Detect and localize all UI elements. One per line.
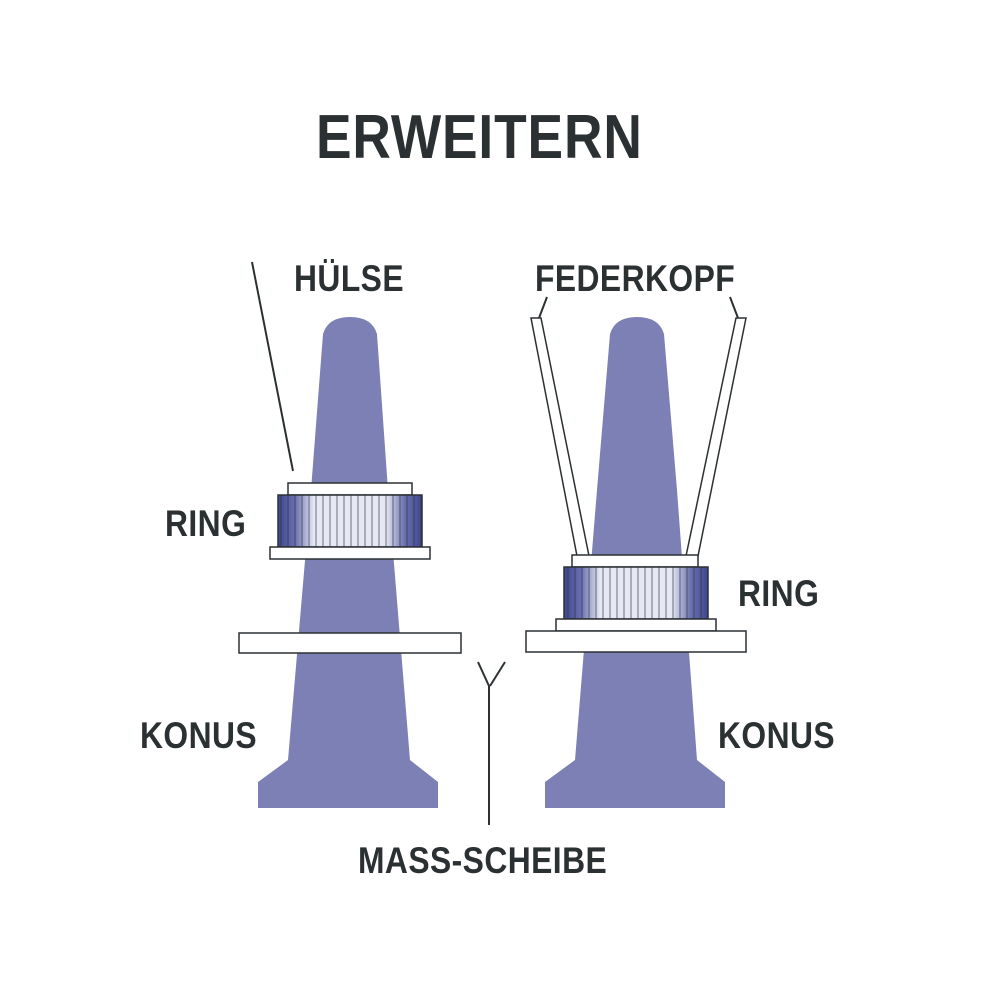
federkopf-pointer-right (729, 296, 739, 319)
federkopf-right-jaw (685, 317, 747, 557)
federkopf-pointer-left (538, 296, 548, 319)
right-ring-knurl (564, 567, 708, 619)
diagram-title: ERWEITERN (316, 103, 643, 172)
right-sleeve-top (571, 554, 699, 568)
huelse-pointer-line (251, 261, 294, 472)
label-huelse: HÜLSE (294, 258, 404, 299)
left-sleeve-top (287, 482, 413, 496)
label-federkopf: FEDERKOPF (535, 258, 736, 299)
left-cone (258, 317, 438, 808)
right-sleeve-flange (555, 618, 717, 632)
federkopf-left-jaw (530, 317, 590, 557)
right-washer (525, 630, 747, 653)
left-ring-knurl (278, 495, 422, 547)
right-assembly (525, 296, 747, 808)
mass-scheibe-pointer (477, 661, 506, 825)
label-ring-right: RING (738, 573, 820, 614)
left-assembly (238, 261, 462, 808)
label-ring-left: RING (165, 503, 247, 544)
label-konus-left: KONUS (140, 715, 258, 756)
label-konus-right: KONUS (718, 715, 836, 756)
left-sleeve-flange (269, 546, 431, 560)
label-mass-scheibe: MASS-SCHEIBE (358, 840, 608, 881)
left-washer (238, 632, 462, 654)
